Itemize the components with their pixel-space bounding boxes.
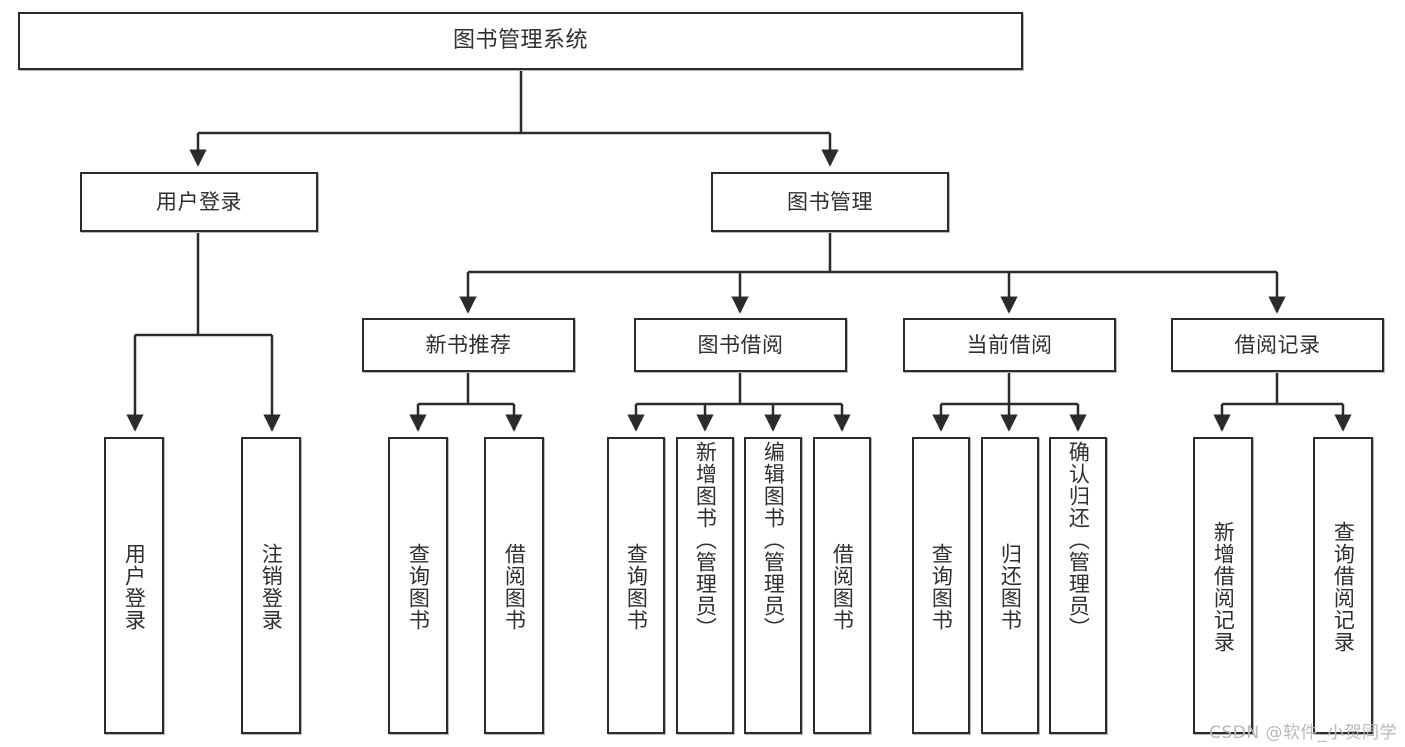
- node-label: 新增图书（管理员）: [693, 441, 718, 639]
- node-leaf-add-book-admin[interactable]: 新增图书（管理员）: [676, 437, 734, 734]
- node-user-login[interactable]: 用户登录: [80, 172, 318, 232]
- node-leaf-logout[interactable]: 注销登录: [241, 437, 301, 734]
- node-label: 图书借阅: [697, 332, 784, 357]
- node-leaf-borrow-books-new[interactable]: 借阅图书: [484, 437, 544, 734]
- node-label: 查询借阅记录: [1331, 520, 1356, 653]
- node-label: 新书推荐: [425, 332, 512, 357]
- node-leaf-query-books-current[interactable]: 查询图书: [912, 437, 970, 734]
- node-leaf-query-books-new[interactable]: 查询图书: [388, 437, 448, 734]
- node-leaf-confirm-return-admin[interactable]: 确认归还（管理员）: [1049, 437, 1107, 734]
- node-book-borrowing[interactable]: 图书借阅: [634, 318, 847, 372]
- node-label: 图书管理: [787, 189, 873, 214]
- node-leaf-query-borrow-record[interactable]: 查询借阅记录: [1313, 437, 1373, 734]
- node-leaf-add-borrow-record[interactable]: 新增借阅记录: [1193, 437, 1253, 734]
- node-label: 借阅图书: [502, 542, 527, 631]
- node-label: 用户登录: [122, 542, 147, 631]
- node-leaf-borrow-books[interactable]: 借阅图书: [813, 437, 871, 734]
- node-label: 查询图书: [929, 542, 954, 631]
- node-label: 查询图书: [624, 542, 649, 631]
- node-book-management[interactable]: 图书管理: [711, 172, 949, 232]
- node-label: 当前借阅: [966, 332, 1053, 357]
- node-label: 图书管理系统: [452, 28, 588, 54]
- node-leaf-user-login[interactable]: 用户登录: [104, 437, 164, 734]
- node-label: 借阅记录: [1234, 332, 1321, 357]
- node-label: 注销登录: [259, 542, 284, 631]
- node-label: 确认归还（管理员）: [1066, 441, 1091, 639]
- node-leaf-query-books-borrow[interactable]: 查询图书: [607, 437, 665, 734]
- node-label: 用户登录: [156, 189, 242, 214]
- node-label: 归还图书: [998, 542, 1023, 631]
- node-label: 新增借阅记录: [1211, 520, 1236, 653]
- node-label: 借阅图书: [830, 542, 855, 631]
- node-label: 查询图书: [406, 542, 431, 631]
- node-leaf-edit-book-admin[interactable]: 编辑图书（管理员）: [744, 437, 802, 734]
- node-root-book-management-system[interactable]: 图书管理系统: [18, 12, 1023, 70]
- node-borrow-records[interactable]: 借阅记录: [1171, 318, 1384, 372]
- node-new-book-recommendation[interactable]: 新书推荐: [362, 318, 575, 372]
- csdn-watermark: CSDN @软件_小贺同学: [1209, 723, 1397, 743]
- node-current-borrowing[interactable]: 当前借阅: [903, 318, 1116, 372]
- node-leaf-return-books[interactable]: 归还图书: [981, 437, 1039, 734]
- node-label: 编辑图书（管理员）: [761, 441, 786, 639]
